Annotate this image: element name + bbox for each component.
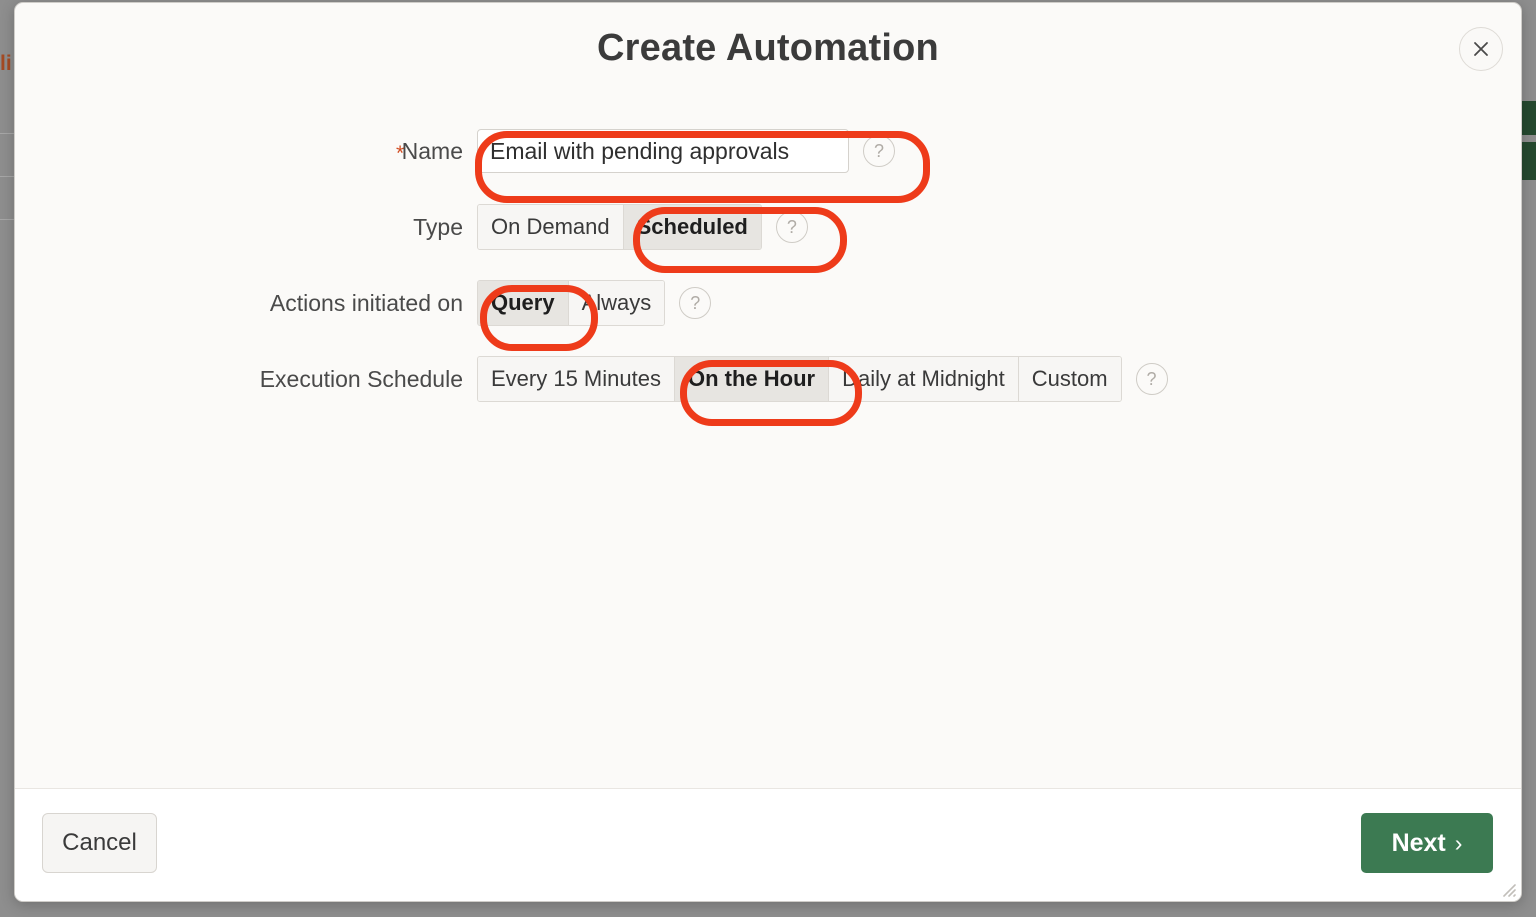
control-name: ? xyxy=(477,123,895,179)
type-scheduled-option[interactable]: Scheduled xyxy=(623,205,761,249)
label-actions-initiated-on: Actions initiated on xyxy=(269,290,463,316)
background-divider xyxy=(0,133,26,134)
schedule-on-the-hour-option[interactable]: On the Hour xyxy=(674,357,830,401)
create-automation-dialog: Create Automation * Name ? Type On Deman… xyxy=(14,2,1522,902)
name-input[interactable] xyxy=(477,129,849,173)
background-green-block xyxy=(1522,101,1536,135)
dialog-footer: Cancel Next › xyxy=(15,788,1521,901)
control-actions-initiated-on: Query Always ? xyxy=(477,275,712,331)
background-partial-text: li xyxy=(0,52,12,75)
actions-segmented-control: Query Always xyxy=(477,280,666,326)
resize-grip[interactable] xyxy=(1497,878,1517,898)
label-type: Type xyxy=(413,214,463,240)
next-button-label: Next xyxy=(1391,828,1446,857)
cancel-button[interactable]: Cancel xyxy=(42,813,157,873)
help-icon-actions[interactable]: ? xyxy=(679,287,712,319)
schedule-every-15-minutes-option[interactable]: Every 15 Minutes xyxy=(478,357,675,401)
form-row-name: * Name ? xyxy=(15,123,1521,179)
schedule-segmented-control: Every 15 Minutes On the Hour Daily at Mi… xyxy=(477,356,1122,402)
automation-form: * Name ? Type On Demand Scheduled ? Acti… xyxy=(15,123,1521,427)
type-segmented-control: On Demand Scheduled xyxy=(477,204,762,250)
close-icon xyxy=(1471,39,1491,59)
background-divider xyxy=(0,219,26,220)
control-type: On Demand Scheduled ? xyxy=(477,199,808,255)
dialog-title: Create Automation xyxy=(597,27,939,69)
chevron-right-icon: › xyxy=(1454,829,1463,856)
required-asterisk: * xyxy=(396,142,405,165)
control-execution-schedule: Every 15 Minutes On the Hour Daily at Mi… xyxy=(477,351,1168,407)
type-on-demand-option[interactable]: On Demand xyxy=(478,205,624,249)
form-row-type: Type On Demand Scheduled ? xyxy=(15,199,1521,255)
schedule-daily-at-midnight-option[interactable]: Daily at Midnight xyxy=(829,357,1019,401)
help-icon-name[interactable]: ? xyxy=(863,135,895,167)
next-button[interactable]: Next › xyxy=(1361,813,1493,873)
label-execution-schedule: Execution Schedule xyxy=(259,366,463,392)
form-row-actions-initiated-on: Actions initiated on Query Always ? xyxy=(15,275,1521,331)
actions-always-option[interactable]: Always xyxy=(568,281,665,325)
schedule-custom-option[interactable]: Custom xyxy=(1018,357,1121,401)
help-icon-type[interactable]: ? xyxy=(775,211,808,243)
label-name: Name xyxy=(401,138,463,164)
background-green-block xyxy=(1522,142,1536,180)
help-icon-schedule[interactable]: ? xyxy=(1135,363,1168,395)
form-row-execution-schedule: Execution Schedule Every 15 Minutes On t… xyxy=(15,351,1521,407)
actions-query-option[interactable]: Query xyxy=(478,281,569,325)
close-button[interactable] xyxy=(1459,27,1503,71)
background-divider xyxy=(0,176,26,177)
